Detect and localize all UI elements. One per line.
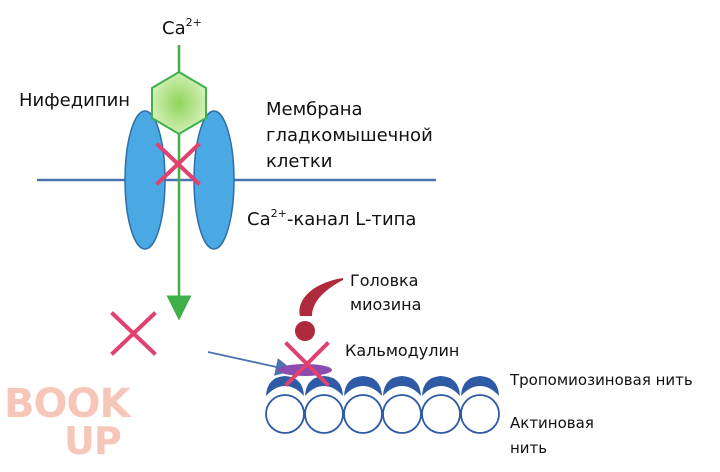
membrane-label-line1: Мембрана xyxy=(266,99,363,120)
myosin-head-label: Головка миозина xyxy=(350,269,421,317)
actin-monomer xyxy=(460,394,500,434)
calmodulin-block-cross xyxy=(284,341,330,387)
tropomyosin-segment xyxy=(422,376,460,396)
watermark-line2: UP xyxy=(64,419,122,463)
actin-label-line2: нить xyxy=(510,439,548,457)
channel-subunit-right xyxy=(193,110,235,250)
tropomyosin-segment xyxy=(461,376,499,396)
tropomyosin-filament xyxy=(266,376,499,396)
tropomyosin-segment xyxy=(344,376,382,396)
calmodulin-label: Кальмодулин xyxy=(345,341,460,360)
tropomyosin-segment xyxy=(305,376,343,396)
actin-label-line1: Актиновая xyxy=(510,414,594,432)
actin-monomer xyxy=(265,394,305,434)
channel-subunit-left xyxy=(124,110,166,250)
channel-label-base: Ca xyxy=(247,209,271,230)
channel-block-cross xyxy=(155,142,201,186)
myosin-head xyxy=(299,278,343,316)
channel-label-rest: -канал L-типа xyxy=(286,209,417,230)
actin-filament xyxy=(265,394,500,434)
tropomyosin-label: Тропомиозиновая нить xyxy=(510,371,693,389)
watermark-line1: BOOK xyxy=(4,381,130,427)
inhibition-cross xyxy=(110,311,157,356)
channel-label: Ca2+-канал L-типа xyxy=(247,208,416,229)
nifedipine-label: Нифедипин xyxy=(19,90,131,111)
calcium-ion-charge: 2+ xyxy=(185,16,202,29)
myosin-head-label-line1: Головка xyxy=(350,271,419,290)
calcium-ion-base: Ca xyxy=(162,18,186,39)
tropomyosin-segment xyxy=(383,376,421,396)
calcium-ion-label: Ca2+ xyxy=(162,17,202,38)
myosin-head-label-line2: миозина xyxy=(350,295,422,314)
actin-monomer xyxy=(304,394,344,434)
actin-monomer xyxy=(382,394,422,434)
tropomyosin-segment xyxy=(266,376,304,396)
membrane-label-line2: гладкомышечной xyxy=(266,125,433,146)
myosin-neck-ball xyxy=(295,321,315,341)
watermark-logo: BOOK UP xyxy=(4,384,130,460)
nifedipine-hexagon xyxy=(151,70,207,136)
membrane-label-line3: клетки xyxy=(266,151,333,172)
actin-label: Актиновая нить xyxy=(510,411,594,461)
channel-label-charge: 2+ xyxy=(270,207,287,220)
actin-monomer xyxy=(343,394,383,434)
calmodulin-pointer-arrow xyxy=(207,351,294,376)
membrane-label: Мембрана гладкомышечной клетки xyxy=(266,97,433,175)
actin-monomer xyxy=(421,394,461,434)
